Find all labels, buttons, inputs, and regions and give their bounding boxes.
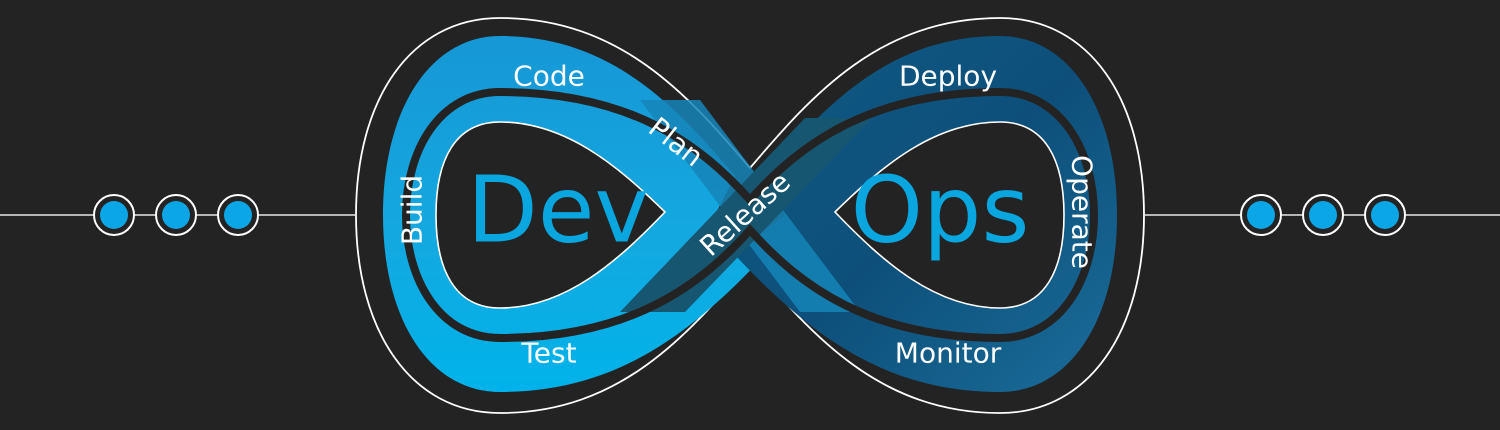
stage-monitor-label: Monitor	[895, 337, 1002, 370]
inner-outline	[401, 87, 1099, 343]
stage-build-label: Build	[396, 175, 429, 245]
dev-word: Dev	[467, 157, 649, 264]
dev-inner-hole	[435, 121, 667, 309]
stage-test-label: Test	[520, 337, 576, 370]
release-crossing-band	[620, 118, 872, 312]
right-dots	[1240, 194, 1406, 236]
stage-deploy-label: Deploy	[899, 60, 997, 93]
ops-inner-hole	[833, 121, 1065, 309]
left-dots	[93, 194, 259, 236]
dot	[1247, 201, 1275, 229]
stage-operate-label: Operate	[1066, 155, 1099, 269]
ops-word: Ops	[851, 157, 1030, 264]
dot	[224, 201, 252, 229]
dot	[1371, 201, 1399, 229]
dot	[162, 201, 190, 229]
stage-code-label: Code	[513, 60, 585, 93]
dot	[100, 201, 128, 229]
infinity-loop	[355, 17, 1145, 414]
dot	[1309, 201, 1337, 229]
